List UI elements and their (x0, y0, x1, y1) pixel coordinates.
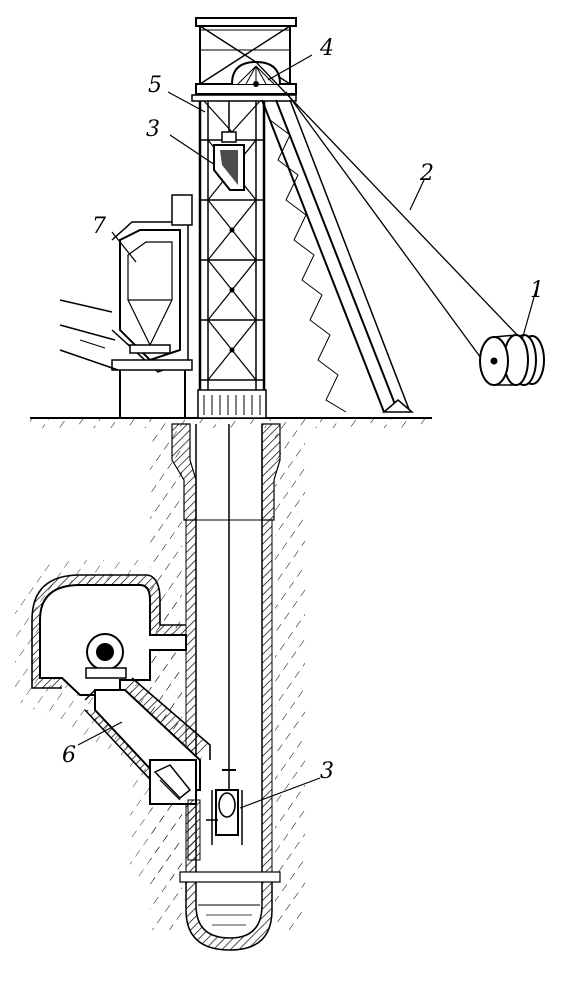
hoisting-ropes (255, 61, 523, 385)
sheave-wheel (231, 60, 281, 87)
loading-chamber (31, 574, 211, 861)
label-6-loading-chamber: 6 (62, 743, 76, 768)
hoist-drum (479, 334, 545, 386)
ground-surface (30, 417, 432, 428)
backleg-strut (261, 99, 415, 413)
label-1-hoist-drum: 1 (530, 278, 544, 303)
skip-lower (206, 424, 243, 845)
label-7-ore-bin: 7 (92, 214, 106, 239)
leader-lines (77, 54, 537, 809)
skip-upper (213, 101, 245, 191)
label-4-sheave: 4 (319, 36, 334, 61)
callout-labels: 1 2 3 4 5 6 7 3 (62, 36, 544, 784)
shaft-sump (179, 871, 281, 951)
ore-bin (59, 194, 193, 418)
label-3-lower-skip: 3 (320, 759, 334, 784)
label-5-headframe: 5 (148, 73, 162, 98)
label-3-upper-skip: 3 (146, 117, 160, 142)
label-2-rope: 2 (419, 161, 434, 186)
